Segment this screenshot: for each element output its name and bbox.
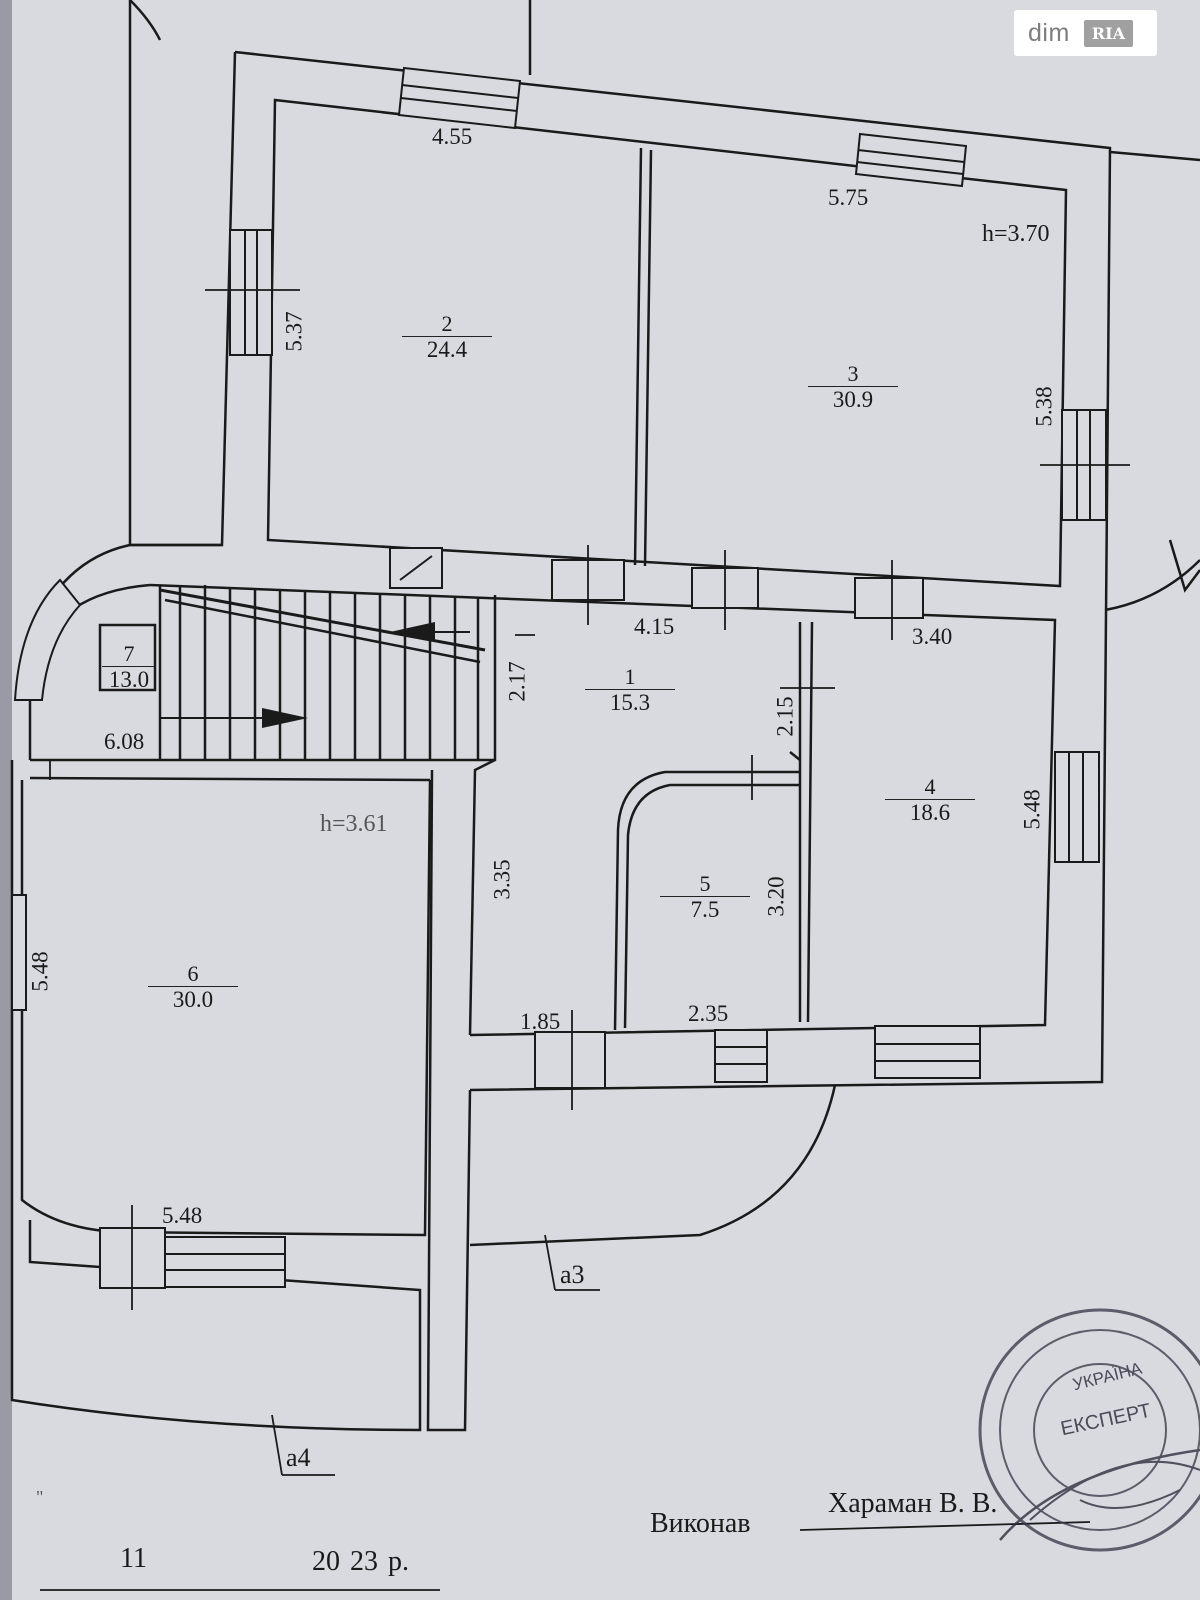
room-number: 2: [402, 312, 492, 337]
zone-a4: a4: [286, 1443, 311, 1472]
room-area: 30.9: [832, 387, 874, 412]
door-room-4-3: [854, 577, 924, 619]
official-stamp: [978, 1308, 1200, 1552]
room-5-wall: [613, 770, 800, 1031]
partition-2-3: [633, 147, 643, 566]
porch-a3-arc: [469, 1084, 837, 1247]
dim-room1-left: 3.35: [489, 859, 515, 900]
dim-room1-top: 4.15: [634, 614, 675, 639]
room-2-label: 2 24.4: [402, 312, 492, 363]
page-edge: [0, 0, 12, 1600]
dimria-watermark: dim RIA: [1014, 10, 1157, 56]
dim-stair-depth: 2.17: [504, 661, 530, 702]
height-lower: h=3.61: [320, 811, 388, 837]
entrance-door: [534, 1031, 606, 1089]
room-number: 1: [585, 665, 675, 690]
window-room-2-left: [229, 229, 273, 356]
dim-room3-top: 5.75: [828, 185, 869, 210]
room-area: 13.0: [108, 667, 150, 692]
dim-room4-right: 5.48: [1019, 789, 1045, 830]
height-upper: h=3.70: [982, 221, 1050, 247]
performed-label: Виконав: [650, 1508, 751, 1539]
rooms-2-3-inner: [266, 98, 1068, 588]
window-room-2-top: [397, 66, 522, 130]
date-year-prefix: 20: [312, 1546, 340, 1577]
date-year-suffix: 23: [350, 1546, 378, 1577]
arrow-left-icon: [390, 622, 435, 642]
room-number: 5: [660, 872, 750, 897]
watermark-brand: dim: [1028, 18, 1070, 47]
zone-a3: a3: [560, 1260, 585, 1289]
room-3-label: 3 30.9: [808, 362, 898, 413]
stair-arrows: [160, 622, 470, 728]
room-4-label: 4 18.6: [885, 775, 975, 826]
watermark-badge: RIA: [1083, 19, 1133, 47]
dim-room1-bottom: 1.85: [520, 1009, 561, 1034]
window-room-3-top: [854, 132, 968, 188]
dim-room7-width: 6.08: [104, 729, 145, 754]
dim-room4-top: 3.40: [912, 624, 953, 649]
room-number: 7: [102, 642, 156, 667]
dim-room3-right: 5.38: [1031, 386, 1057, 427]
room-7-box: [98, 623, 157, 692]
room-number: 3: [808, 362, 898, 387]
room-area: 24.4: [426, 337, 468, 362]
date-year-unit: р.: [388, 1546, 409, 1577]
room-7-label: 7 13.0: [102, 642, 156, 693]
room-area: 15.3: [609, 690, 651, 715]
room-1-left-wall: [468, 595, 497, 1036]
dim-room5-right: 3.20: [763, 876, 789, 917]
room-6-label: 6 30.0: [148, 962, 238, 1013]
window-room-4-right: [1054, 751, 1100, 863]
window-room-6-bottom: [164, 1236, 286, 1288]
dim-room6-bottom: 5.48: [162, 1203, 203, 1228]
room-6-outer: [10, 760, 422, 1432]
room-area: 7.5: [690, 897, 720, 922]
room-area: 30.0: [172, 987, 214, 1012]
performer-name: Хараман В. В.: [828, 1488, 998, 1519]
room-5-label: 5 7.5: [660, 872, 750, 923]
window-room-6-left: [11, 894, 27, 1011]
outer-wall-upper: [234, 50, 1112, 1092]
window-room-4-bottom: [874, 1025, 981, 1079]
window-room-5-bottom: [714, 1029, 768, 1083]
room-1-label: 1 15.3: [585, 665, 675, 716]
date-day: ": [36, 1487, 44, 1507]
window-curve: [13, 578, 82, 701]
date-month: 11: [120, 1543, 147, 1574]
dim-room2-left: 5.37: [281, 311, 307, 352]
room-area: 18.6: [909, 800, 951, 825]
lower-divider-wall: [426, 769, 472, 1432]
dim-room6-left: 5.48: [27, 951, 53, 992]
dim-room5-bottom: 2.35: [688, 1001, 729, 1026]
room-number: 6: [148, 962, 238, 987]
dim-room2-top: 4.55: [432, 124, 473, 149]
dim-room1-right: 2.15: [772, 696, 798, 737]
arrow-right-icon: [262, 708, 308, 728]
room-number: 4: [885, 775, 975, 800]
